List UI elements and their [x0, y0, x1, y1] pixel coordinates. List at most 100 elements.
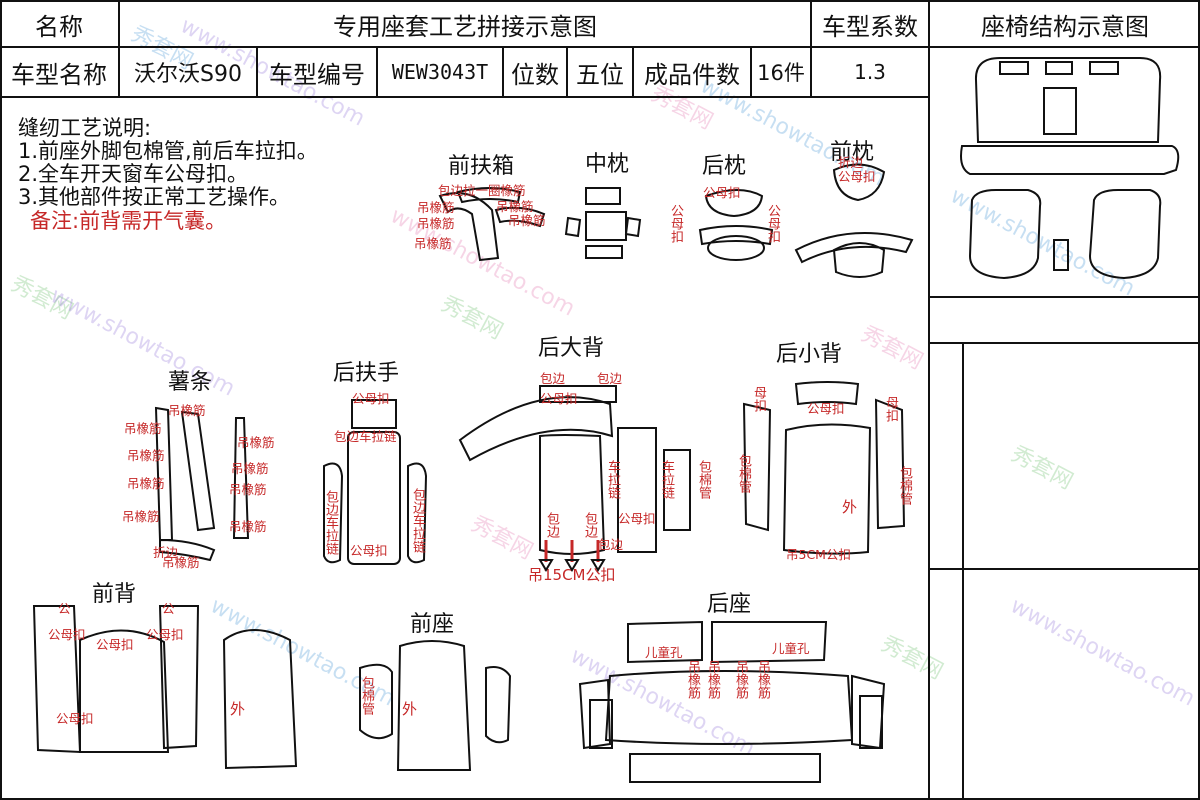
annotation-hang-15cm: 吊15CM公扣: [528, 566, 616, 584]
pieces-label-cell: 成品件数: [634, 48, 752, 96]
model-code: WEW3043T: [391, 60, 489, 84]
front-armrest-part-1: [438, 192, 500, 262]
rear-small-back-top: [794, 381, 860, 406]
pieces-value: 16件: [757, 61, 805, 85]
armrest-opening: [1043, 87, 1077, 135]
annotation-elastic-vertical: 吊橡筋: [733, 660, 748, 699]
rear-big-back-strip-1: [617, 427, 657, 553]
annotation-edge-elastic: 包边拉一圈橡筋: [438, 183, 526, 198]
rear-pillow-band: [698, 225, 774, 246]
annotation-snap: 公母扣: [96, 637, 134, 652]
strip-2: [180, 410, 216, 532]
annotation-snap: 公母扣: [56, 711, 94, 726]
annotation-elastic: 吊橡筋: [168, 403, 206, 418]
middle-pillow-front: [585, 211, 627, 241]
rear-seat-side-right: [851, 674, 886, 750]
seat-structure-diagram: [960, 57, 1180, 280]
heading-front-seat: 前座: [410, 612, 455, 637]
annotation-elastic: 吊橡筋: [124, 421, 162, 436]
rear-bench-back: [974, 57, 1162, 143]
rear-pillow-top: [704, 189, 764, 218]
heading-rear-armrest: 后扶手: [333, 361, 400, 386]
annotation-zip-vertical: 车拉链: [659, 460, 674, 499]
annotation-elastic: 吊橡筋: [127, 448, 165, 463]
heading-rear-seat: 后座: [707, 592, 752, 617]
note-item-1: 1.前座外脚包棉管,前后车拉扣。: [18, 139, 318, 163]
notes-title: 缝纫工艺说明:: [18, 116, 152, 140]
annotation-edge: 包边: [597, 371, 623, 386]
rear-seat-side-left: [578, 678, 612, 750]
front-pillow-band: [794, 231, 914, 264]
info-row: [0, 46, 930, 98]
strip-4: [159, 538, 216, 562]
rear-seat-bottom-band: [629, 753, 821, 783]
header-row: [0, 0, 1200, 48]
heading-rear-small-back: 后小背: [776, 342, 843, 367]
annotation-snap: 公母扣: [352, 391, 390, 406]
rear-big-back-top-band: [539, 385, 617, 403]
front-back-middle: [79, 629, 170, 753]
annotation-snap-vertical: 公母扣: [765, 204, 780, 243]
right-divider-3: [928, 568, 1200, 570]
rear-armrest-top: [351, 399, 397, 429]
right-vertical-divider: [962, 342, 964, 800]
pieces-cell: 16件: [752, 48, 812, 96]
annotation-elastic: 吊橡筋: [229, 482, 267, 497]
front-armrest-part-3: [494, 206, 546, 228]
right-panel: [928, 46, 1200, 800]
annotation-edge-zip-vertical: 包边车拉链: [410, 488, 425, 553]
model-code-label-cell: 车型编号: [258, 48, 378, 96]
annotation-elastic: 吊橡筋: [127, 476, 165, 491]
annotation-elastic: 吊橡筋: [122, 509, 160, 524]
annotation-elastic: 吊橡筋: [508, 213, 546, 228]
rear-seat-main: [604, 670, 854, 745]
annotation-fold: 折边: [153, 545, 179, 560]
model-name-label-cell: 车型名称: [0, 48, 120, 96]
annotation-zip-vertical: 车拉链: [605, 460, 620, 499]
seat-diagram-label-cell: 座椅结构示意图: [930, 0, 1200, 48]
annotation-snap: 公母扣: [618, 511, 656, 526]
rear-seat-right-piece: [859, 695, 883, 749]
front-seat-main: [396, 640, 472, 771]
front-seat-side-left: [359, 663, 393, 740]
annotation-fold: 折边: [838, 155, 864, 170]
seats-label-cell: 位数: [504, 48, 568, 96]
annotation-child-hole: 儿童孔: [645, 645, 683, 660]
annotation-elastic: 吊橡筋: [231, 461, 269, 476]
heading-rear-big-back: 后大背: [538, 336, 605, 361]
annotation-gong: 公: [58, 601, 71, 616]
title-cell: 专用座套工艺拼接示意图: [120, 0, 812, 48]
heading-front-armrest: 前扶箱: [448, 154, 515, 179]
coef-value: 1.3: [854, 60, 886, 84]
annotation-elastic: 吊橡筋: [417, 216, 455, 231]
rear-armrest-side-left: [323, 462, 344, 564]
rear-pillow-front: [707, 235, 765, 261]
annotation-edge: 包边: [598, 537, 624, 552]
name-label: 名称: [35, 12, 83, 41]
annotation-edge-vertical: 包边: [582, 512, 597, 538]
annotation-snap: 公母扣: [350, 543, 388, 558]
seats-label: 位数: [511, 60, 559, 89]
annotation-elastic: 吊橡筋: [417, 200, 455, 215]
heading-strips: 薯条: [168, 370, 213, 395]
rear-big-back-strip-2: [663, 449, 691, 531]
front-pillow-front: [832, 242, 886, 278]
coef-label: 车型系数: [822, 12, 918, 41]
front-back-rear-panel: [222, 629, 298, 770]
annotation-child-hole: 儿童孔: [772, 641, 810, 656]
coef-label-cell: 车型系数: [812, 0, 930, 48]
annotation-cotton-vertical: 包棉管: [736, 454, 751, 493]
seats-cell: 五位: [568, 48, 634, 96]
annotation-snap: 公母扣: [807, 401, 845, 416]
model-name: 沃尔沃S90: [134, 62, 242, 87]
right-divider-2: [928, 342, 1200, 344]
annotation-outer: 外: [230, 700, 246, 718]
annotation-gong: 公: [162, 601, 175, 616]
rear-seat-top-left: [627, 620, 703, 664]
rear-small-back-side-right: [874, 398, 906, 530]
annotation-snap-vertical: 公母扣: [668, 204, 683, 243]
front-back-side: [158, 605, 200, 750]
right-divider-1: [928, 296, 1200, 298]
